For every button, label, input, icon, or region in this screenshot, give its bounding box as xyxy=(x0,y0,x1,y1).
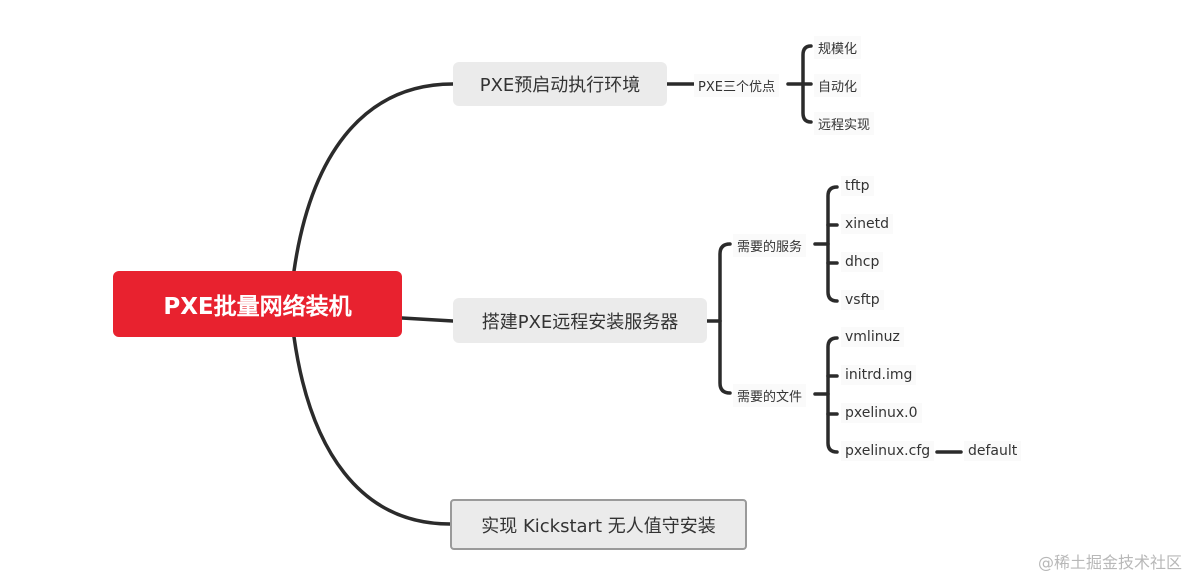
node-label: 需要的文件 xyxy=(737,390,803,405)
branch-label: 实现 Kickstart 无人值守安装 xyxy=(481,515,716,537)
node-pxe-advantages[interactable]: PXE三个优点 xyxy=(694,74,779,97)
leaf-pxelinux-cfg[interactable]: pxelinux.cfg xyxy=(841,441,935,461)
leaf-xinetd[interactable]: xinetd xyxy=(841,214,894,234)
leaf-label: vsftp xyxy=(845,292,880,308)
node-required-services[interactable]: 需要的服务 xyxy=(733,234,807,257)
leaf-label: pxelinux.cfg xyxy=(845,443,931,459)
leaf-label: vmlinuz xyxy=(845,329,900,345)
node-label: 需要的服务 xyxy=(737,240,803,255)
leaf-initrd[interactable]: initrd.img xyxy=(841,365,917,385)
leaf-vmlinuz[interactable]: vmlinuz xyxy=(841,327,904,347)
leaf-label: tftp xyxy=(845,178,870,194)
root-node[interactable]: PXE批量网络装机 xyxy=(113,271,402,337)
node-required-files[interactable]: 需要的文件 xyxy=(733,384,807,407)
leaf-label: default xyxy=(968,443,1018,459)
leaf-label: initrd.img xyxy=(845,367,913,383)
leaf-default[interactable]: default xyxy=(964,441,1022,461)
branch-pxe-environment[interactable]: PXE预启动执行环境 xyxy=(453,62,667,106)
leaf-dhcp[interactable]: dhcp xyxy=(841,252,884,272)
node-label: PXE三个优点 xyxy=(698,80,775,95)
leaf-label: 自动化 xyxy=(818,80,858,95)
branch-label: 搭建PXE远程安装服务器 xyxy=(481,311,679,333)
leaf-label: pxelinux.0 xyxy=(845,405,918,421)
leaf-remote[interactable]: 远程实现 xyxy=(814,112,875,135)
leaf-label: xinetd xyxy=(845,216,890,232)
leaf-label: 远程实现 xyxy=(818,118,871,133)
watermark: @稀土掘金技术社区 xyxy=(1037,553,1182,572)
leaf-vsftp[interactable]: vsftp xyxy=(841,290,884,310)
leaf-automation[interactable]: 自动化 xyxy=(814,74,862,97)
branch-kickstart[interactable]: 实现 Kickstart 无人值守安装 xyxy=(450,499,747,550)
root-label: PXE批量网络装机 xyxy=(163,294,352,320)
leaf-label: 规模化 xyxy=(818,42,858,57)
leaf-label: dhcp xyxy=(845,254,880,270)
branch-build-server[interactable]: 搭建PXE远程安装服务器 xyxy=(453,298,707,343)
leaf-pxelinux0[interactable]: pxelinux.0 xyxy=(841,403,922,423)
leaf-scale[interactable]: 规模化 xyxy=(814,36,862,59)
leaf-tftp[interactable]: tftp xyxy=(841,176,874,196)
branch-label: PXE预启动执行环境 xyxy=(479,75,641,96)
